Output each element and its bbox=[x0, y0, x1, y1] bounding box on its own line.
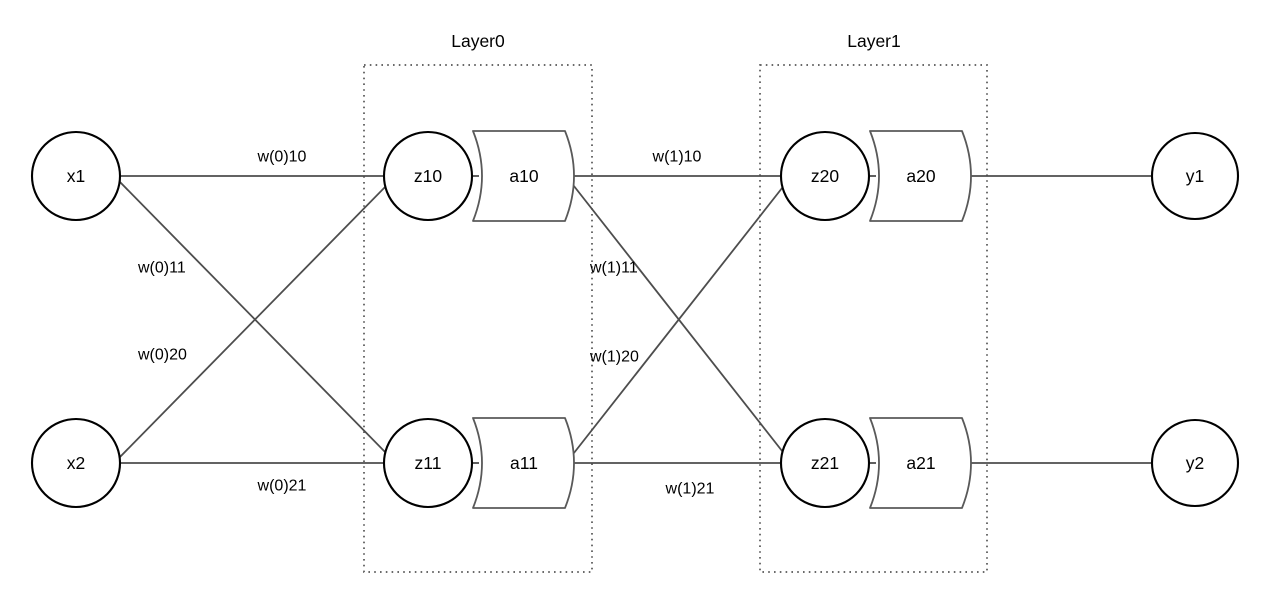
weight-label-w110: w(1)10 bbox=[652, 149, 702, 166]
edge-a11-z20 bbox=[569, 182, 787, 459]
weight-label-w021: w(0)21 bbox=[257, 478, 307, 495]
activation-shapes bbox=[472, 130, 972, 509]
node-label-z10: z10 bbox=[414, 166, 442, 186]
node-label-a21: a21 bbox=[906, 453, 935, 473]
node-label-a11: a11 bbox=[510, 453, 538, 473]
layer-titles: Layer0 Layer1 bbox=[451, 31, 901, 51]
node-label-x2: x2 bbox=[67, 453, 85, 473]
layer-title-layer0: Layer0 bbox=[451, 31, 505, 51]
weight-label-w111: w(1)11 bbox=[589, 260, 638, 277]
node-label-a20: a20 bbox=[906, 166, 935, 186]
node-circles bbox=[30, 130, 1240, 509]
weight-label-w020: w(0)20 bbox=[137, 347, 187, 364]
node-label-z21: z21 bbox=[811, 453, 839, 473]
activation-shape-a20 bbox=[869, 130, 972, 222]
layer-box-layer0 bbox=[363, 64, 593, 573]
activation-shape-a11 bbox=[472, 417, 575, 509]
node-y1 bbox=[1150, 131, 1240, 221]
node-z21 bbox=[779, 417, 871, 509]
node-label-a10: a10 bbox=[509, 166, 538, 186]
weight-labels: w(0)10 w(0)11 w(0)20 w(0)21 w(1)10 w(1)1… bbox=[137, 149, 715, 498]
edge-a10-z21 bbox=[569, 180, 787, 457]
edge-x2-z10 bbox=[118, 182, 390, 459]
node-label-y2: y2 bbox=[1186, 453, 1204, 473]
weight-label-w011: w(0)11 bbox=[137, 260, 186, 277]
layer-title-layer1: Layer1 bbox=[847, 31, 901, 51]
edges bbox=[118, 175, 1152, 464]
weight-label-w010: w(0)10 bbox=[257, 149, 307, 166]
node-z10 bbox=[382, 130, 474, 222]
weight-label-w120: w(1)20 bbox=[589, 349, 639, 366]
edge-x1-z11 bbox=[118, 180, 390, 457]
weight-label-w121: w(1)21 bbox=[665, 481, 715, 498]
node-z20 bbox=[779, 130, 871, 222]
node-z11 bbox=[382, 417, 474, 509]
node-label-z20: z20 bbox=[811, 166, 839, 186]
activation-shape-a10 bbox=[472, 130, 575, 222]
node-label-z11: z11 bbox=[415, 453, 442, 473]
node-label-x1: x1 bbox=[67, 166, 85, 186]
activation-shape-a21 bbox=[869, 417, 972, 509]
node-labels: x1 x2 z10 z11 a10 a11 z20 z21 a20 a21 y1… bbox=[67, 166, 1204, 473]
node-y2 bbox=[1150, 418, 1240, 508]
node-x1 bbox=[30, 130, 122, 222]
layer-box-layer1 bbox=[759, 64, 988, 573]
layer-boxes bbox=[363, 64, 988, 573]
node-label-y1: y1 bbox=[1186, 166, 1204, 186]
node-x2 bbox=[30, 417, 122, 509]
